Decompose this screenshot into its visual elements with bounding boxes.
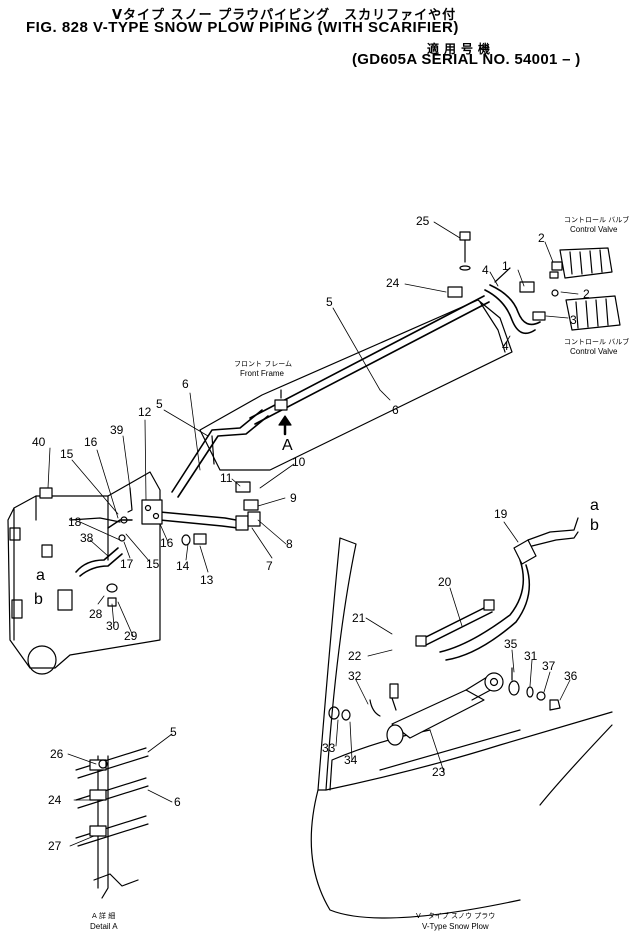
hydraulic-cylinder-23 [386, 672, 504, 746]
hose-4-assembly [484, 267, 559, 335]
callout-16-low: 16 [160, 536, 174, 550]
elbow-fittings-9-10 [235, 481, 261, 531]
callout-12: 12 [138, 405, 152, 419]
ref-b-right: b [590, 517, 599, 534]
callout-8: 8 [286, 537, 293, 551]
callout-4-upper: 4 [482, 263, 489, 277]
snow-plow-blade [310, 537, 613, 919]
callout-25: 25 [416, 214, 430, 228]
ref-b-left: b [34, 591, 43, 608]
ref-a-left: a [36, 567, 45, 584]
callout-6-detail: 6 [174, 795, 181, 809]
callout-24: 24 [386, 276, 400, 290]
callout-4-lower: 4 [502, 339, 509, 353]
callout-21: 21 [352, 611, 366, 625]
callout-5-top: 5 [326, 295, 333, 309]
callout-20: 20 [438, 575, 452, 589]
callout-35: 35 [504, 637, 518, 651]
machine-block [7, 471, 161, 675]
caption-detail-a: Detail A [90, 922, 118, 931]
cylinder-fittings [328, 667, 561, 721]
serial-range: (GD605A SERIAL NO. 54001 – ) [352, 51, 581, 68]
caption-front-frame: Front Frame [240, 369, 285, 378]
callout-36: 36 [564, 669, 578, 683]
callout-13: 13 [200, 573, 214, 587]
callout-32: 32 [348, 669, 362, 683]
callout-34: 34 [344, 753, 358, 767]
callout-19: 19 [494, 507, 508, 521]
control-valve-upper [551, 247, 613, 279]
callout-31: 31 [524, 649, 538, 663]
plow-hoses-19-20 [415, 517, 579, 661]
callout-7: 7 [266, 559, 273, 573]
caption-control-valve-jp-bottom: コントロール バルブ [564, 337, 629, 346]
callout-29: 29 [124, 629, 138, 643]
pipe-clamp-a [274, 389, 288, 411]
caption-snow-plow-jp: V－タイプ スノウ プラウ [416, 911, 495, 920]
callout-numbers: 25 24 5 6 1 2 2 3 4 4 6 5 39 12 40 16 15… [32, 214, 590, 853]
caption-control-valve-top: Control Valve [570, 225, 618, 234]
callout-17: 17 [120, 557, 134, 571]
callout-37: 37 [542, 659, 556, 673]
callout-39: 39 [110, 423, 124, 437]
callout-33: 33 [322, 741, 336, 755]
ref-a-right: a [590, 497, 599, 514]
callout-28: 28 [89, 607, 103, 621]
callout-30: 30 [106, 619, 120, 633]
callout-5-detail: 5 [170, 725, 177, 739]
japanese-title: Vタイプ スノー プラウパイピング スカリファイや付 [112, 8, 457, 23]
detail-a [75, 747, 149, 899]
callout-6-top: 6 [392, 403, 399, 417]
callout-10: 10 [292, 455, 306, 469]
callout-11: 11 [220, 471, 233, 485]
caption-front-frame-jp: フロント フレーム [234, 360, 292, 368]
callout-15-low: 15 [146, 557, 160, 571]
callout-27: 27 [48, 839, 62, 853]
captions: コントロール バルブ Control Valve コントロール バルブ Cont… [90, 215, 629, 931]
bolt-25 [459, 231, 471, 271]
callout-5-mid: 5 [156, 397, 163, 411]
callout-6-mid: 6 [182, 377, 189, 391]
callout-a-letter: A [282, 437, 293, 454]
callout-3: 3 [570, 313, 577, 327]
callout-15-top: 15 [60, 447, 74, 461]
arrow-a [278, 415, 292, 436]
bolt-13 [181, 533, 207, 546]
callout-23: 23 [432, 765, 446, 779]
callout-14: 14 [176, 559, 190, 573]
callout-22: 22 [348, 649, 362, 663]
clamp-24-top [447, 286, 463, 298]
callout-2-upper: 2 [538, 231, 545, 245]
callout-18: 18 [68, 515, 82, 529]
callout-40: 40 [32, 435, 46, 449]
callout-16-top: 16 [84, 435, 98, 449]
applicable-label-jp: 適用号機 [427, 42, 496, 56]
callout-24-detail: 24 [48, 793, 62, 807]
control-valve-lower [565, 295, 621, 331]
callout-26: 26 [50, 747, 64, 761]
main-pipes [159, 295, 490, 529]
figure-title: FIG. 828 V-TYPE SNOW PLOW PIPING (WITH S… [26, 19, 459, 36]
connection-letters: a b a b [34, 497, 599, 608]
callout-2-lower: 2 [583, 287, 590, 301]
callout-1: 1 [502, 259, 509, 273]
left-hoses [75, 516, 133, 607]
callout-9: 9 [290, 491, 297, 505]
caption-control-valve-jp-top: コントロール バルブ [564, 215, 629, 224]
leader-lines [47, 221, 579, 847]
callout-38: 38 [80, 531, 94, 545]
caption-control-valve-bottom: Control Valve [570, 347, 618, 356]
front-frame [199, 299, 513, 471]
junction-block-12 [141, 499, 163, 525]
caption-detail-a-jp: A 詳 細 [92, 911, 115, 920]
caption-snow-plow: V-Type Snow Plow [422, 922, 489, 931]
